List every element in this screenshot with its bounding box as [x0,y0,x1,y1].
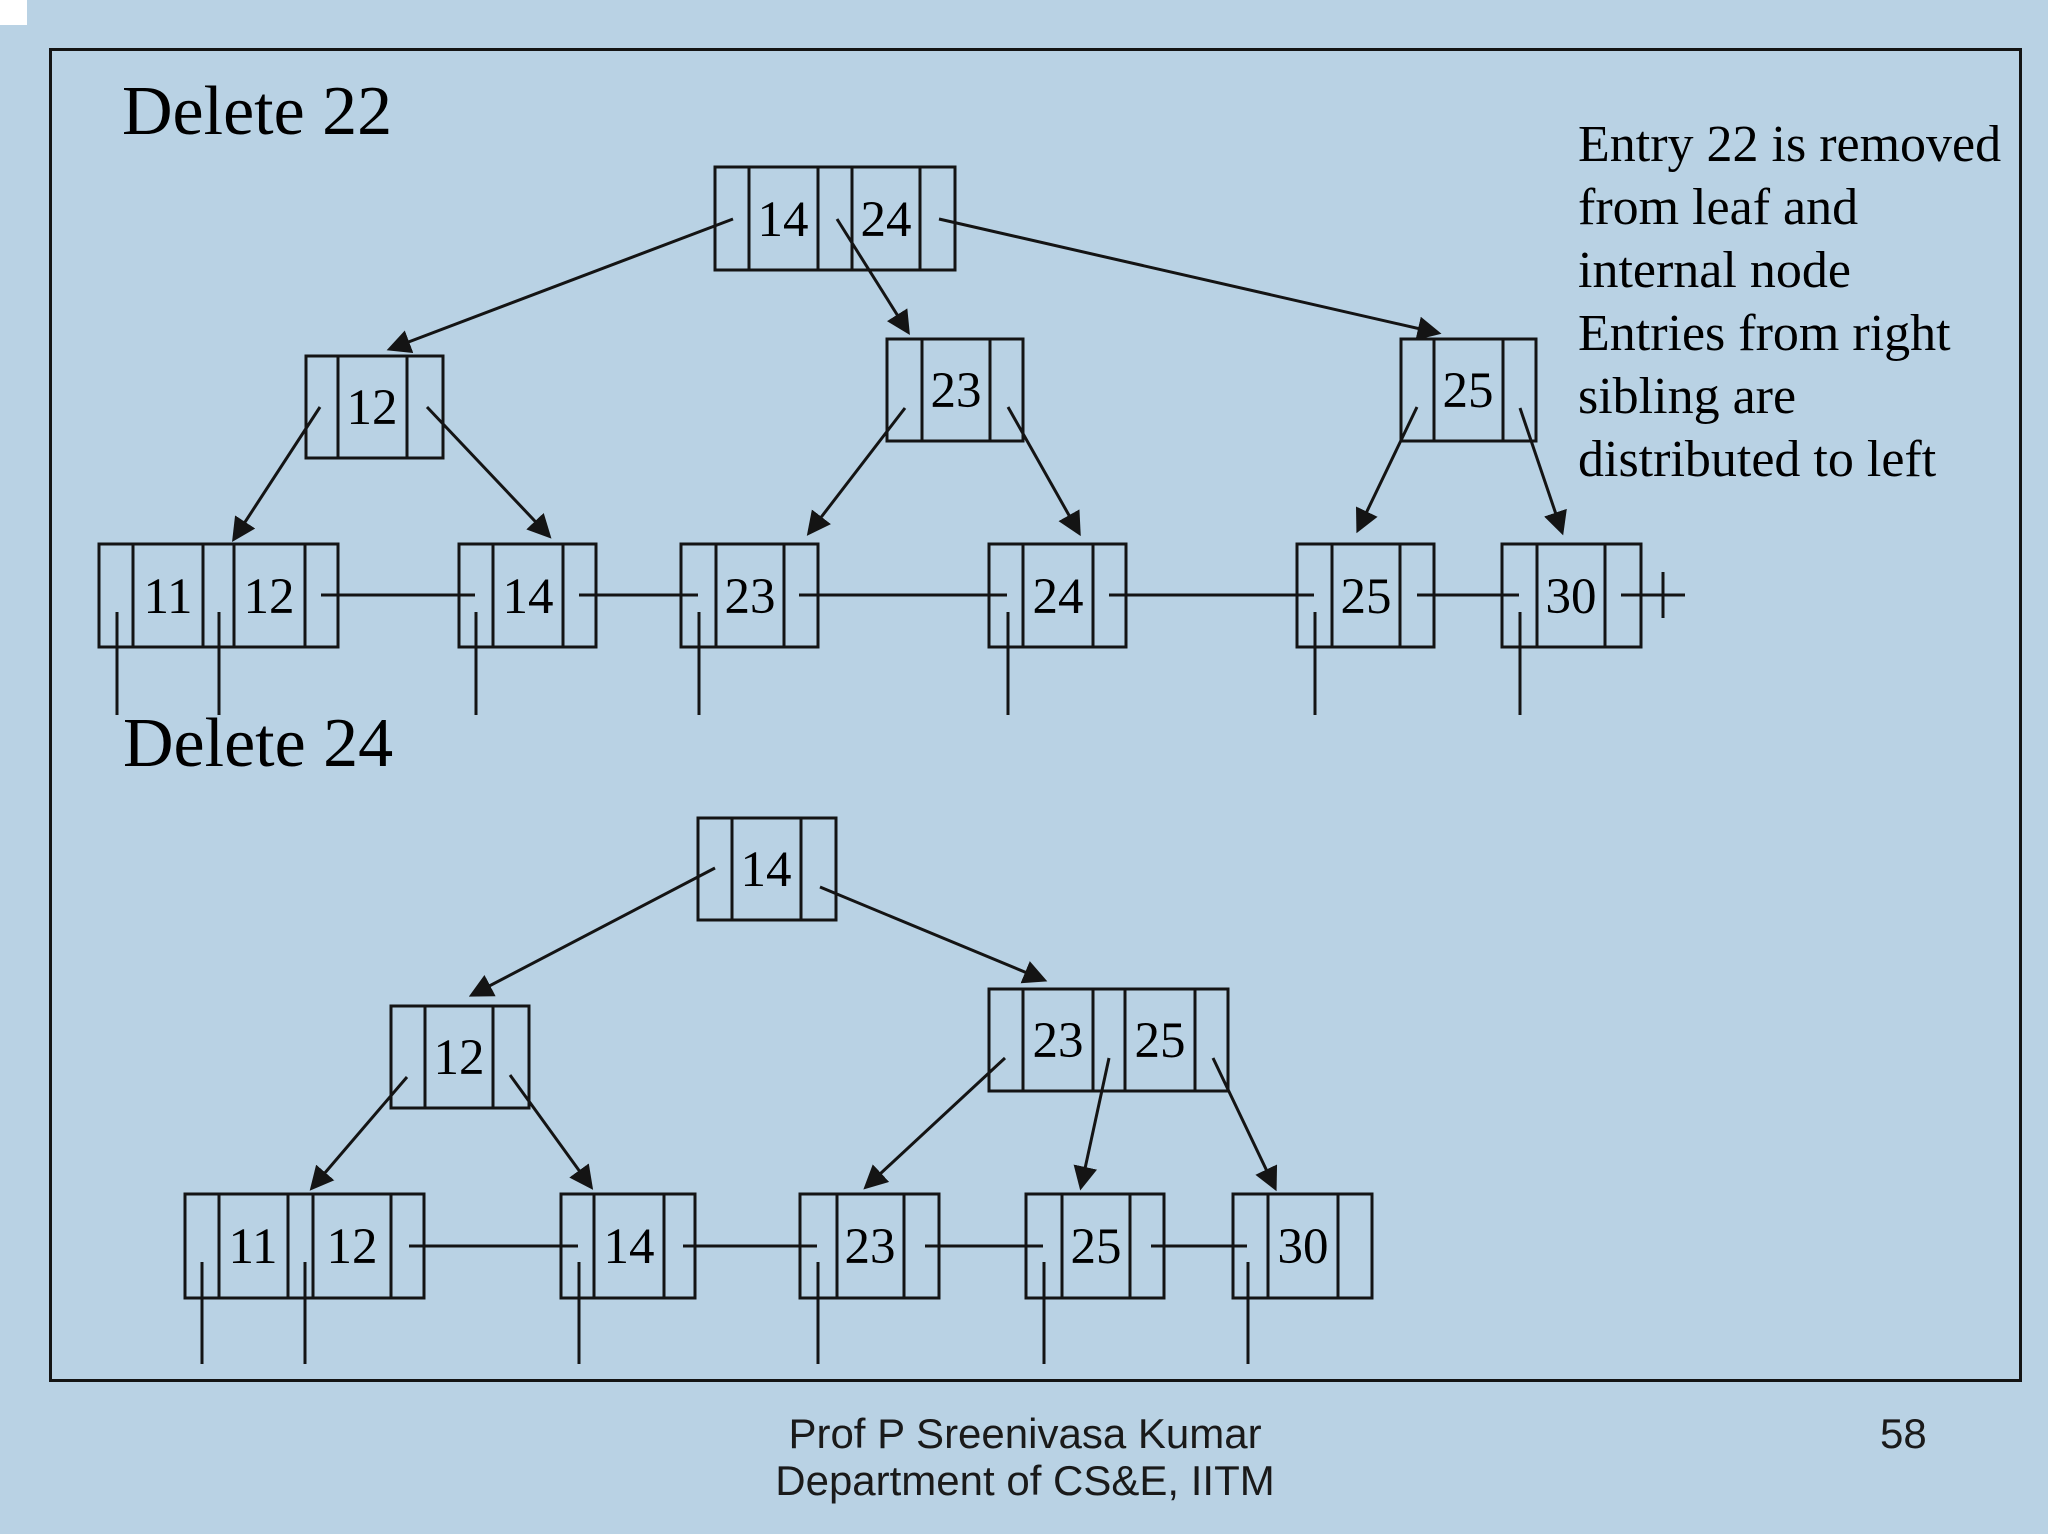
tree2-internal-12: 12 [389,1004,531,1110]
arrow-tree2-12-to-leaf-11-12 [309,1076,409,1191]
tree1-leaf-14: 14 [457,542,598,649]
tree2-leaf-key-23: 23 [845,1219,896,1275]
arrow-tree2-root-to-12 [468,866,716,997]
tree2-root-key-14: 14 [741,842,792,898]
annotation-line-3: internal node [1578,242,1851,299]
title-delete-24: Delete 24 [123,705,394,782]
tree1-internal-25: 25 [1399,337,1538,443]
tree2: 14 12 23 25 [183,816,1374,1364]
tree1-leaf-key-25: 25 [1341,569,1392,625]
tree1-leaf-key-12: 12 [244,569,295,625]
arrow-tree2-23-25-to-leaf-30 [1211,1057,1278,1192]
tree2-leaf-key-11: 11 [228,1219,277,1275]
tree1-leaf-key-24: 24 [1033,569,1084,625]
tree1-root-key-1: 14 [758,192,809,248]
tree2-internal-key-12: 12 [434,1030,485,1086]
arrow-tree2-23-25-to-leaf-25 [1073,1057,1111,1191]
tree1-root-key-2: 24 [861,192,912,248]
tree1-leaf-24: 24 [987,542,1128,649]
tree2-leaf-key-30: 30 [1278,1219,1329,1275]
annotation-line-6: distributed to left [1578,431,1937,488]
slide-border [49,48,2022,1382]
arrow-tree1-25-to-leaf-30 [1518,407,1567,536]
arrow-tree1-12-to-leaf-14 [425,405,552,539]
page-number: 58 [1880,1410,1927,1457]
tree1-root-node: 14 24 [713,165,957,272]
tree2-internal-23-25: 23 25 [987,987,1230,1093]
tree1-internal-key-12: 12 [347,380,398,436]
arrow-tree1-root-to-25 [938,217,1442,341]
tree1-internal-23: 23 [885,337,1025,443]
tree2-internal-key-23: 23 [1033,1013,1084,1069]
arrow-tree2-root-to-23-25 [819,885,1048,984]
footer: Prof P Sreenivasa Kumar Department of CS… [725,1410,1325,1504]
tree1-leaf-30: 30 [1500,542,1643,649]
tree2-leaf-key-14: 14 [604,1219,655,1275]
tree1-internal-key-23: 23 [931,363,982,419]
tree2-leaf-key-12: 12 [327,1219,378,1275]
arrow-tree1-root-to-23 [835,218,910,336]
tree2-leaf-25: 25 [1024,1192,1166,1300]
arrow-tree1-root-to-12 [386,217,734,353]
tree1-leaf-key-30: 30 [1546,569,1597,625]
arrow-tree2-12-to-leaf-14 [508,1074,594,1190]
arrow-tree1-23-to-leaf-23 [806,407,907,536]
tree1-internal-key-25: 25 [1443,363,1494,419]
tree1-leaf-23: 23 [679,542,820,649]
footer-department: Department of CS&E, IITM [775,1457,1275,1504]
annotation-line-1: Entry 22 is removed [1578,116,2002,173]
tree2-leaf-key-25: 25 [1071,1219,1122,1275]
annotation-line-5: sibling are [1578,368,1797,425]
tree1: 14 24 12 23 25 [97,165,1685,715]
tree2-leaf-23: 23 [798,1192,941,1300]
arrow-tree2-23-25-to-leaf-23 [863,1056,1007,1190]
tree1-internal-12: 12 [304,354,445,460]
arrow-tree1-25-to-leaf-25 [1356,406,1419,534]
tree1-leaf-25: 25 [1295,542,1436,649]
arrow-tree1-12-to-leaf-11-12 [232,406,322,543]
annotation-line-2: from leaf and [1578,179,1859,236]
footer-author: Prof P Sreenivasa Kumar [788,1410,1262,1457]
tree2-root-node: 14 [696,816,838,922]
annotation-text: Entry 22 is removed from leaf and intern… [1578,113,2001,491]
title-delete-22: Delete 22 [122,73,393,150]
tree1-leaf-key-11: 11 [143,569,192,625]
annotation-line-4: Entries from right [1578,305,1951,362]
arrow-tree1-23-to-leaf-24 [1006,406,1081,537]
tree1-leaf-key-23: 23 [725,569,776,625]
tree2-internal-key-25: 25 [1135,1013,1186,1069]
tree2-leaf-30: 30 [1231,1192,1374,1300]
slide-corner-artifact [0,0,27,25]
tree1-leaf-key-14: 14 [503,569,554,625]
tree2-leaf-14: 14 [559,1192,697,1300]
